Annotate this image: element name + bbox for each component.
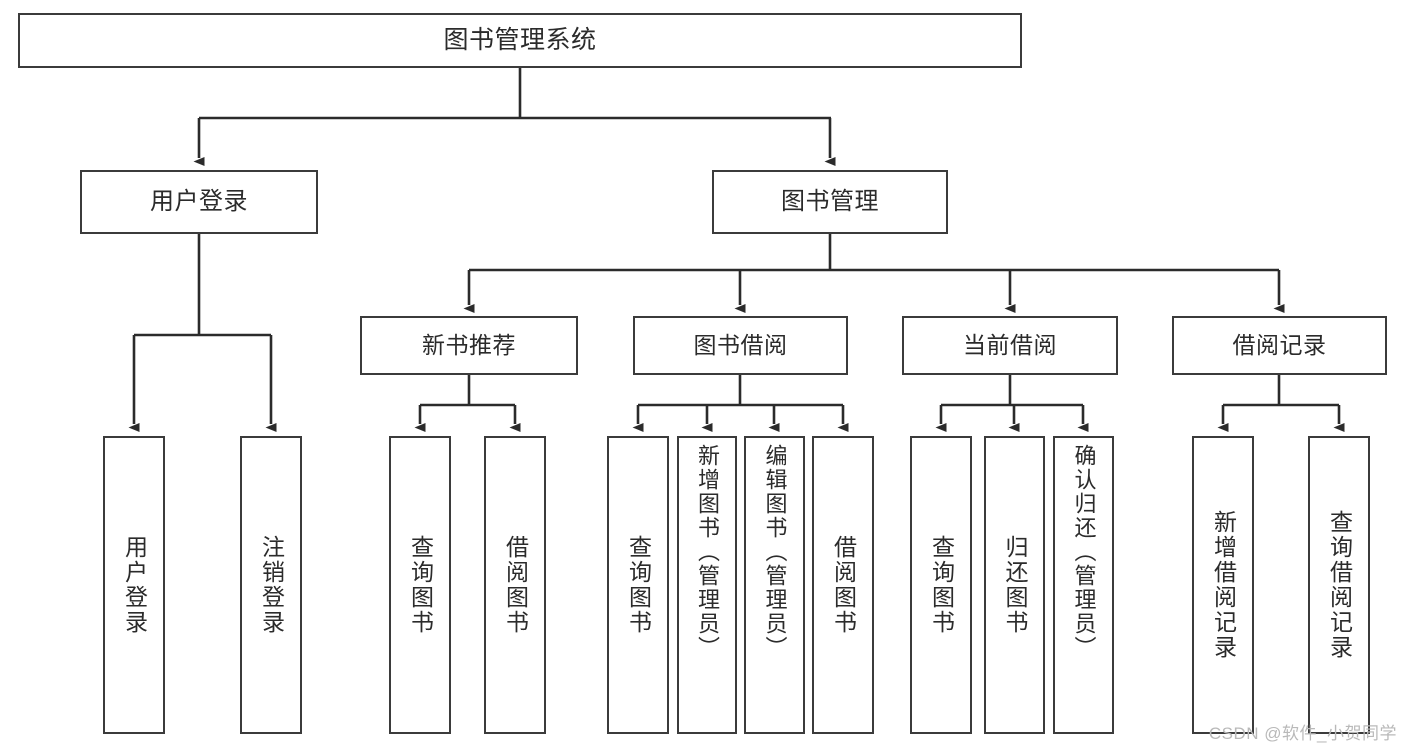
node-book-borrow[interactable]: 图书借阅 [633, 316, 848, 375]
node-label: 新增借阅记录 [1210, 510, 1237, 660]
leaf-confirm-return-admin[interactable]: 确认归还（管理员） [1053, 436, 1114, 734]
node-label: 注销登录 [258, 535, 285, 635]
leaf-add-borrow-record[interactable]: 新增借阅记录 [1192, 436, 1254, 734]
node-label: 用户登录 [150, 188, 248, 216]
node-current-borrow[interactable]: 当前借阅 [902, 316, 1118, 375]
node-label: 归还图书 [1002, 535, 1028, 635]
node-label: 新增图书（管理员） [695, 444, 720, 660]
node-root-system[interactable]: 图书管理系统 [18, 13, 1022, 68]
leaf-logout-login[interactable]: 注销登录 [240, 436, 302, 734]
leaf-borrow-book-recommend[interactable]: 借阅图书 [484, 436, 546, 734]
node-label: 当前借阅 [963, 332, 1057, 359]
node-label: 查询图书 [625, 535, 652, 635]
node-label: 查询借阅记录 [1326, 510, 1353, 660]
node-label: 查询图书 [928, 535, 955, 635]
node-label: 借阅图书 [830, 535, 857, 635]
node-borrow-record[interactable]: 借阅记录 [1172, 316, 1387, 375]
node-user-login[interactable]: 用户登录 [80, 170, 318, 234]
node-label: 图书管理系统 [443, 26, 597, 54]
leaf-return-book[interactable]: 归还图书 [984, 436, 1045, 734]
leaf-edit-book-admin[interactable]: 编辑图书（管理员） [744, 436, 805, 734]
node-label: 用户登录 [121, 535, 148, 635]
node-label: 编辑图书（管理员） [762, 444, 788, 660]
leaf-query-book-recommend[interactable]: 查询图书 [389, 436, 451, 734]
node-label: 图书管理 [781, 188, 879, 216]
node-label: 借阅图书 [502, 535, 529, 635]
leaf-query-borrow-record[interactable]: 查询借阅记录 [1308, 436, 1370, 734]
leaf-borrow-book-borrow[interactable]: 借阅图书 [812, 436, 874, 734]
node-label: 查询图书 [407, 535, 434, 635]
leaf-user-login[interactable]: 用户登录 [103, 436, 165, 734]
node-label: 新书推荐 [422, 332, 516, 359]
csdn-watermark: CSDN @软件_小贺同学 [1208, 724, 1397, 743]
leaf-add-book-admin[interactable]: 新增图书（管理员） [677, 436, 737, 734]
node-book-manage[interactable]: 图书管理 [712, 170, 948, 234]
node-label: 确认归还（管理员） [1071, 444, 1097, 660]
node-label: 图书借阅 [693, 332, 788, 359]
leaf-query-book-current[interactable]: 查询图书 [910, 436, 972, 734]
node-label: 借阅记录 [1232, 332, 1327, 359]
leaf-query-book-borrow[interactable]: 查询图书 [607, 436, 669, 734]
node-new-book-recommend[interactable]: 新书推荐 [360, 316, 578, 375]
